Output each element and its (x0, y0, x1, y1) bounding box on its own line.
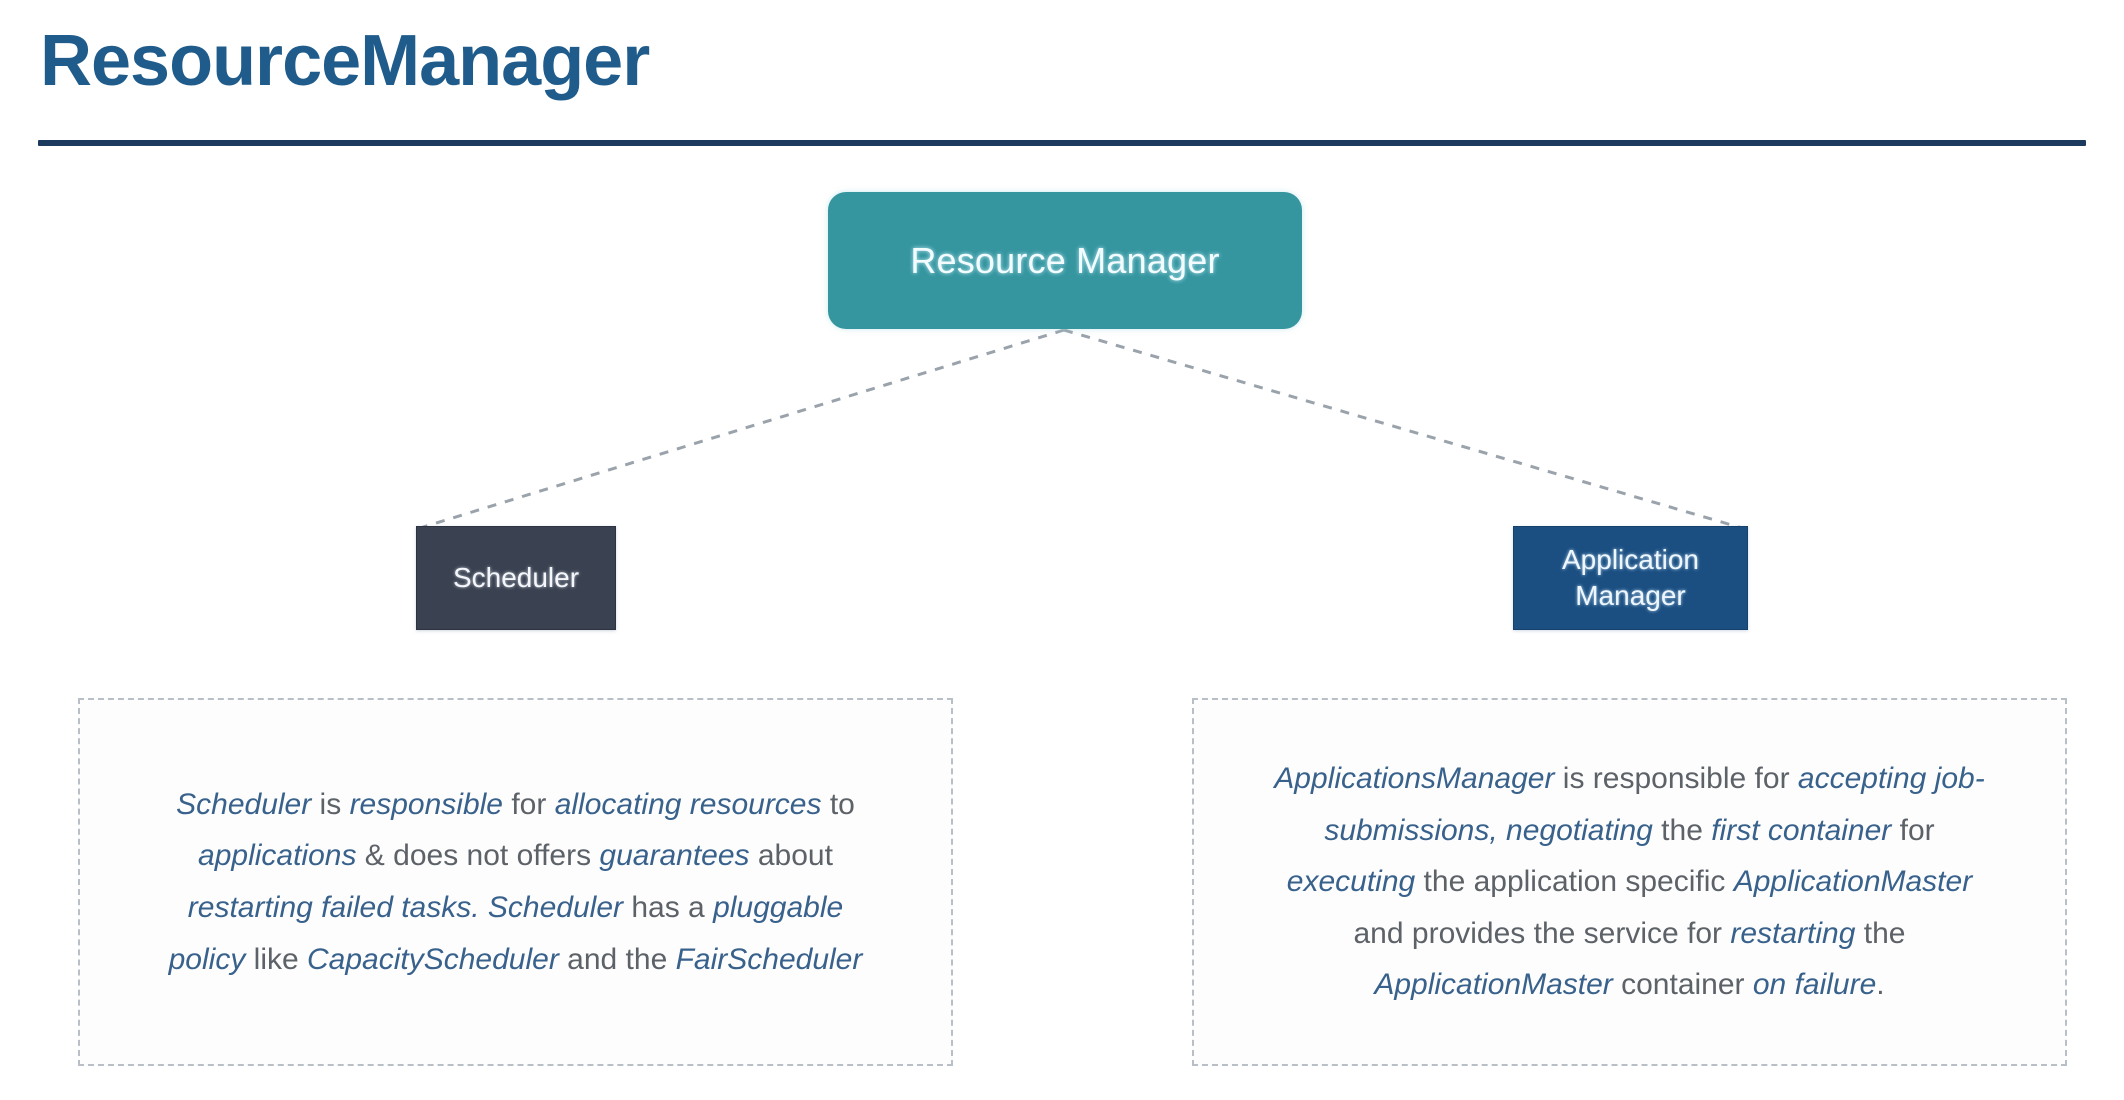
emphasis-run: pluggable policy (168, 891, 844, 976)
emphasis-run: Scheduler (176, 787, 312, 821)
emphasis-run: restarting failed tasks. (187, 891, 480, 924)
node-scheduler[interactable]: Scheduler (416, 526, 616, 630)
plain-run: . (1876, 968, 1885, 1002)
plain-run: is (311, 787, 350, 821)
description-panel-application-manager: ApplicationsManager is responsible for a… (1192, 698, 2067, 1066)
emphasis-run: executing (1286, 865, 1416, 899)
emphasis-run: CapacityScheduler (307, 942, 559, 976)
plain-run: the (1652, 813, 1712, 847)
plain-run: & does not offers (356, 839, 600, 873)
plain-run: the (1855, 916, 1906, 950)
plain-run: has a (623, 891, 714, 924)
plain-run (480, 891, 488, 924)
emphasis-run: on failure (1752, 968, 1877, 1002)
emphasis-run: accepting job-submissions, negotiating (1324, 762, 1985, 847)
description-text-application-manager: ApplicationsManager is responsible for a… (1268, 753, 1991, 1011)
emphasis-run: ApplicationsManager (1274, 762, 1555, 796)
node-application-manager-label-line1: Application (1562, 543, 1699, 575)
plain-run: is responsible for (1554, 762, 1798, 796)
emphasis-run: guarantees (599, 839, 750, 873)
plain-run: for (1891, 813, 1935, 847)
plain-run: container (1612, 968, 1753, 1002)
plain-run: like (245, 942, 308, 976)
description-text-scheduler: Scheduler is responsible for allocating … (154, 779, 877, 985)
plain-run: to (821, 787, 855, 821)
plain-run: for (503, 787, 555, 821)
node-application-manager-label-line2: Manager (1575, 580, 1686, 611)
emphasis-run: ApplicationMaster (1374, 968, 1613, 1002)
emphasis-run: Scheduler (487, 891, 624, 924)
emphasis-run: responsible (349, 787, 503, 821)
emphasis-run: ApplicationMaster (1733, 865, 1973, 899)
page-title: ResourceManager (40, 21, 650, 101)
emphasis-run: first container (1711, 813, 1892, 847)
emphasis-run: allocating resources (554, 787, 822, 821)
node-scheduler-label: Scheduler (452, 562, 580, 593)
plain-run: the application specific (1415, 865, 1734, 899)
plain-run: and the (558, 942, 676, 976)
emphasis-run: restarting (1730, 916, 1856, 950)
connector-rm-to-application-manager (1063, 328, 1743, 530)
description-panel-scheduler: Scheduler is responsible for allocating … (78, 698, 953, 1066)
node-application-manager[interactable]: Application Manager (1513, 526, 1748, 630)
plain-run: about (749, 839, 833, 873)
title-divider-rule (38, 140, 2086, 146)
emphasis-run: applications (198, 839, 357, 873)
node-resource-manager-label: Resource Manager (910, 239, 1220, 281)
connector-rm-to-scheduler (419, 328, 1065, 530)
node-resource-manager[interactable]: Resource Manager (828, 192, 1302, 329)
emphasis-run: FairScheduler (675, 942, 863, 976)
plain-run: and provides the service for (1353, 916, 1731, 950)
